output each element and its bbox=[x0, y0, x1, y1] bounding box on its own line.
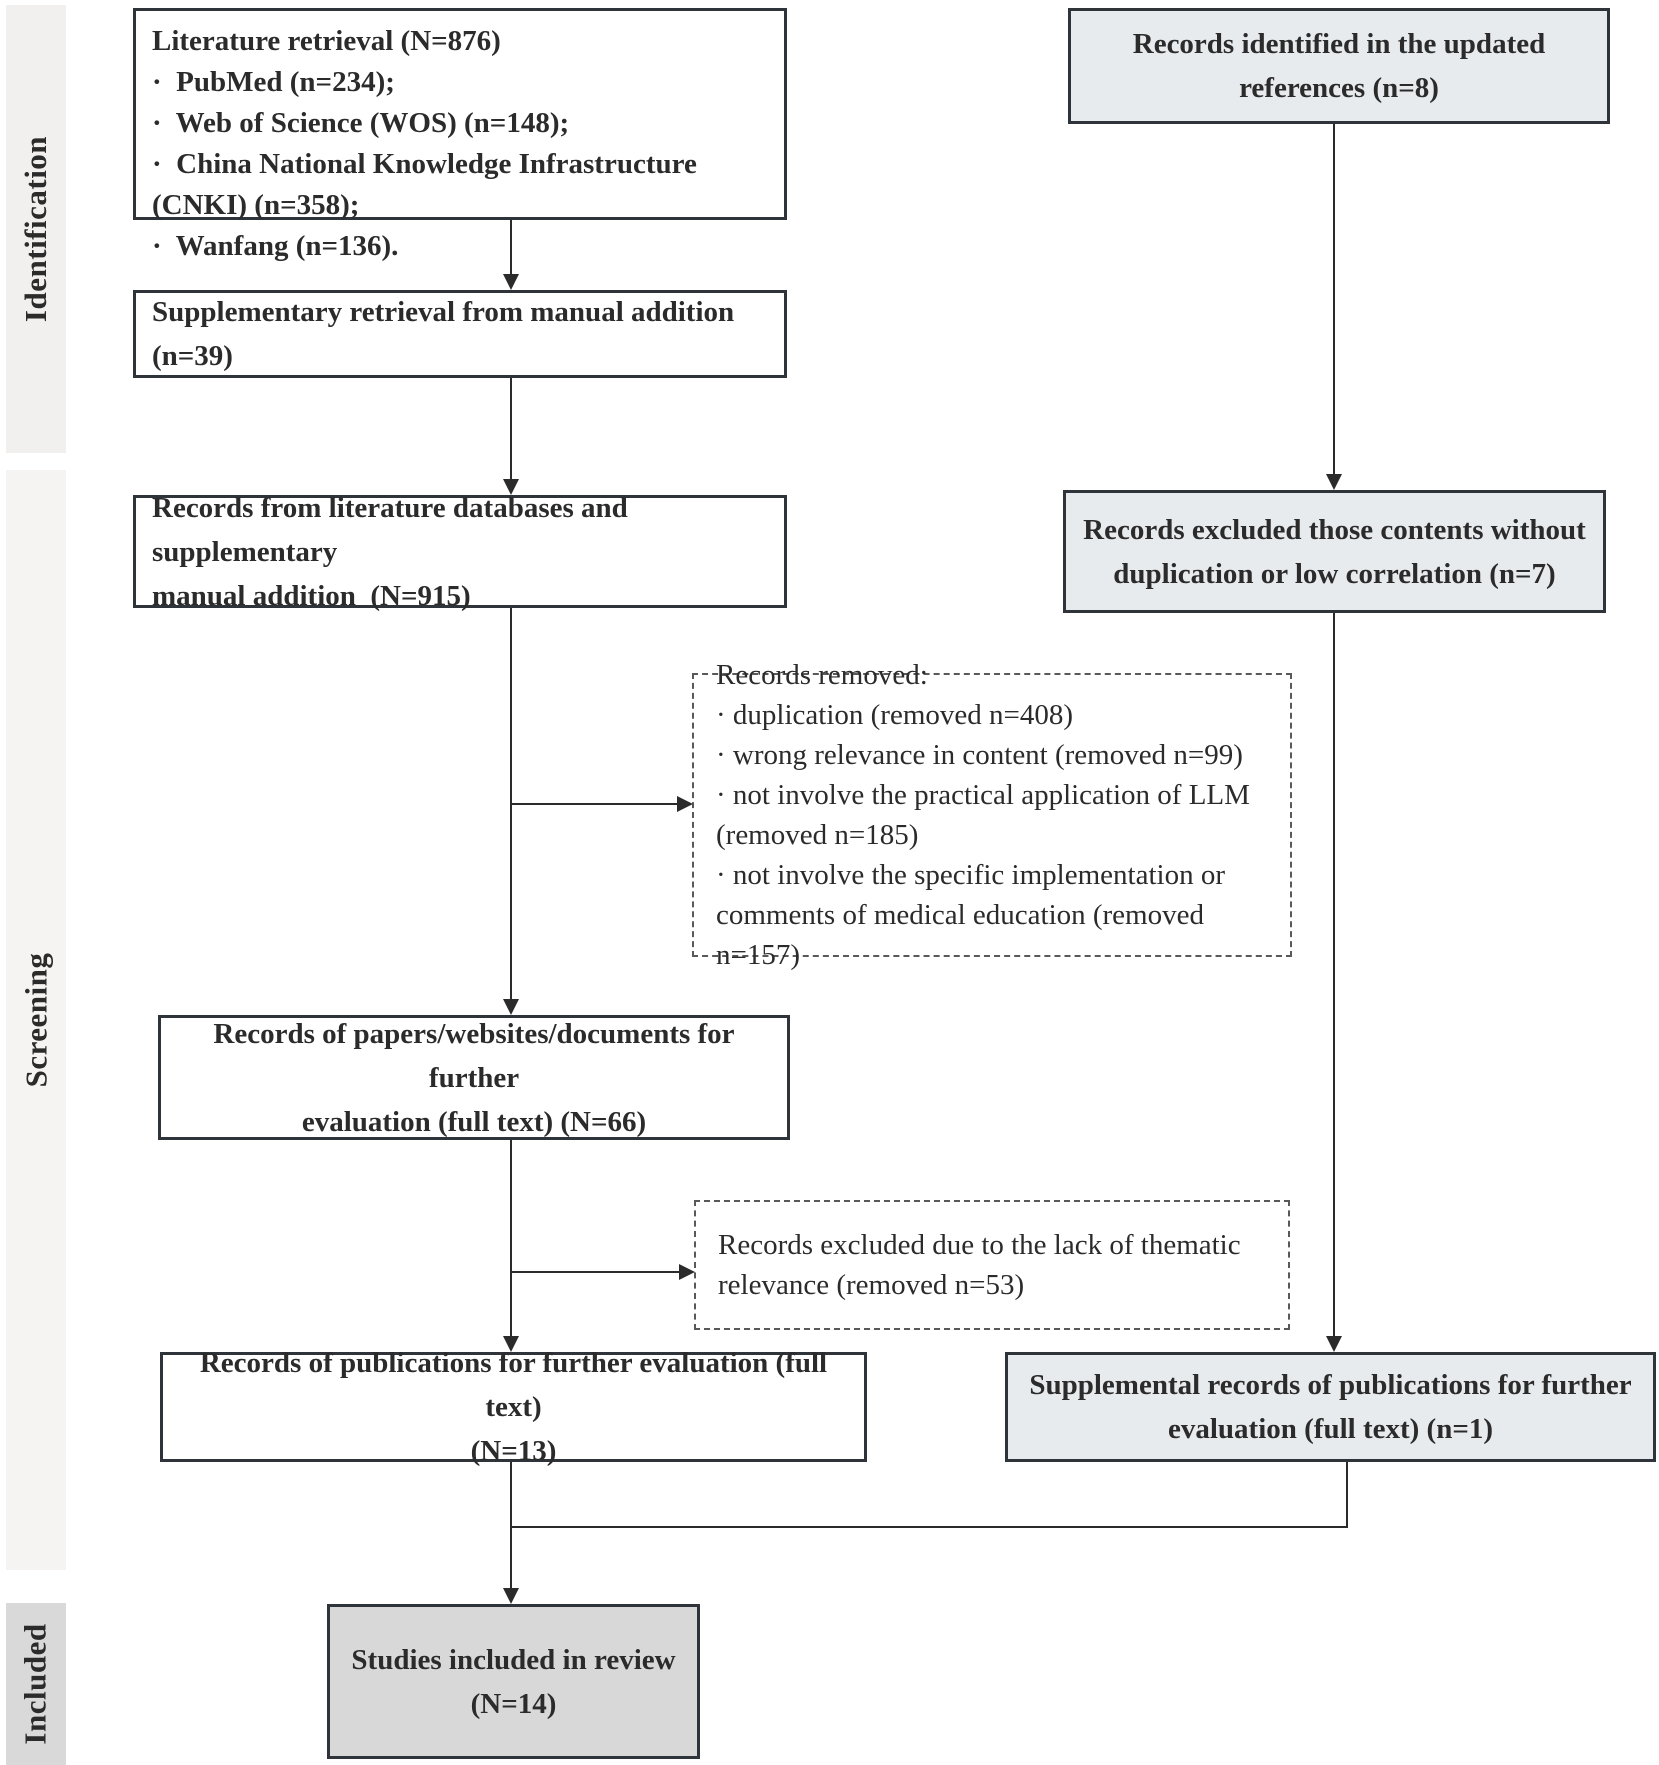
stage-strip-included: Included bbox=[6, 1603, 66, 1765]
connector-branch-thematic-exclusion bbox=[511, 1271, 680, 1273]
note-records-removed: Records removed: · duplication (removed … bbox=[692, 659, 1292, 971]
list-item-wos: · Web of Science (WOS) (n=148); bbox=[152, 107, 570, 139]
arrowhead-updated-refs-to-excluded bbox=[1326, 474, 1342, 490]
note-item-duplication: · duplication (removed n=408) bbox=[716, 699, 1074, 731]
arrowhead-into-studies-included bbox=[503, 1588, 519, 1604]
box-records-full-text-66: Records of papers/websites/documents for… bbox=[158, 1015, 790, 1140]
box-literature-retrieval: Literature retrieval (N=876) · PubMed (n… bbox=[133, 8, 787, 262]
arrowhead-fulltext66-to-publications13 bbox=[503, 1336, 519, 1352]
note-records-removed-title: Records removed: bbox=[716, 659, 928, 691]
connector-publications13-to-included bbox=[510, 1462, 512, 1589]
list-item-pubmed: · PubMed (n=234); bbox=[152, 66, 395, 98]
box-records-excluded-correlation-text: Records excluded those contents without … bbox=[1083, 513, 1586, 590]
box-records-combined: Records from literature databases and su… bbox=[133, 492, 787, 612]
connector-lit-to-supplementary bbox=[510, 220, 512, 276]
box-records-combined-text: Records from literature databases and su… bbox=[152, 491, 628, 612]
box-supplemental-records: Supplemental records of publications for… bbox=[1005, 1352, 1656, 1462]
note-item-wrong-relevance: · wrong relevance in content (removed n=… bbox=[716, 739, 1243, 771]
note-records-excluded-thematic-text: Records excluded due to the lack of them… bbox=[718, 1229, 1241, 1301]
arrowhead-branch-thematic-exclusion bbox=[679, 1264, 695, 1280]
box-studies-included: Studies included in review (N=14) bbox=[327, 1604, 700, 1759]
connector-supplementary-to-combined bbox=[510, 378, 512, 480]
connector-fulltext66-to-publications13 bbox=[510, 1140, 512, 1337]
box-supplemental-records-text: Supplemental records of publications for… bbox=[1029, 1369, 1632, 1445]
arrowhead-branch-records-removed bbox=[677, 796, 693, 812]
stage-label-screening: Screening bbox=[18, 952, 53, 1088]
list-item-cnki: · China National Knowledge Infrastructur… bbox=[152, 148, 697, 221]
box-literature-retrieval-title: Literature retrieval (N=876) bbox=[152, 25, 501, 57]
note-item-not-medical-education: · not involve the specific implementatio… bbox=[716, 859, 1225, 971]
stage-strip-screening: Screening bbox=[6, 470, 66, 1570]
box-records-publications-13-text: Records of publications for further eval… bbox=[199, 1347, 828, 1467]
box-supplementary-retrieval-text: Supplementary retrieval from manual addi… bbox=[152, 296, 735, 372]
connector-updated-refs-to-excluded bbox=[1333, 124, 1335, 475]
arrowhead-lit-to-supplementary bbox=[503, 274, 519, 290]
box-records-excluded-correlation: Records excluded those contents without … bbox=[1063, 490, 1606, 613]
note-records-excluded-thematic: Records excluded due to the lack of them… bbox=[694, 1200, 1290, 1330]
connector-excluded-to-supplemental bbox=[1333, 613, 1335, 1337]
arrowhead-combined-to-fulltext66 bbox=[503, 999, 519, 1015]
box-records-updated-references-text: Records identified in the updated refere… bbox=[1132, 28, 1546, 104]
box-records-full-text-66-text: Records of papers/websites/documents for… bbox=[213, 1017, 735, 1138]
arrowhead-supplementary-to-combined bbox=[503, 479, 519, 495]
connector-supplemental-down bbox=[1346, 1462, 1348, 1528]
box-records-updated-references: Records identified in the updated refere… bbox=[1068, 8, 1610, 124]
connector-branch-records-removed bbox=[511, 803, 678, 805]
note-item-not-practical-llm: · not involve the practical application … bbox=[716, 779, 1250, 851]
connector-merge-horizontal bbox=[510, 1526, 1348, 1528]
arrowhead-excluded-to-supplemental bbox=[1326, 1336, 1342, 1352]
box-records-publications-13: Records of publications for further eval… bbox=[160, 1347, 867, 1467]
stage-strip-identification: Identification bbox=[6, 5, 66, 453]
box-supplementary-retrieval: Supplementary retrieval from manual addi… bbox=[133, 290, 787, 378]
stage-label-included: Included bbox=[18, 1623, 54, 1745]
box-studies-included-text: Studies included in review (N=14) bbox=[351, 1643, 676, 1720]
list-item-wanfang: · Wanfang (n=136). bbox=[152, 230, 399, 262]
stage-label-identification: Identification bbox=[18, 135, 53, 323]
